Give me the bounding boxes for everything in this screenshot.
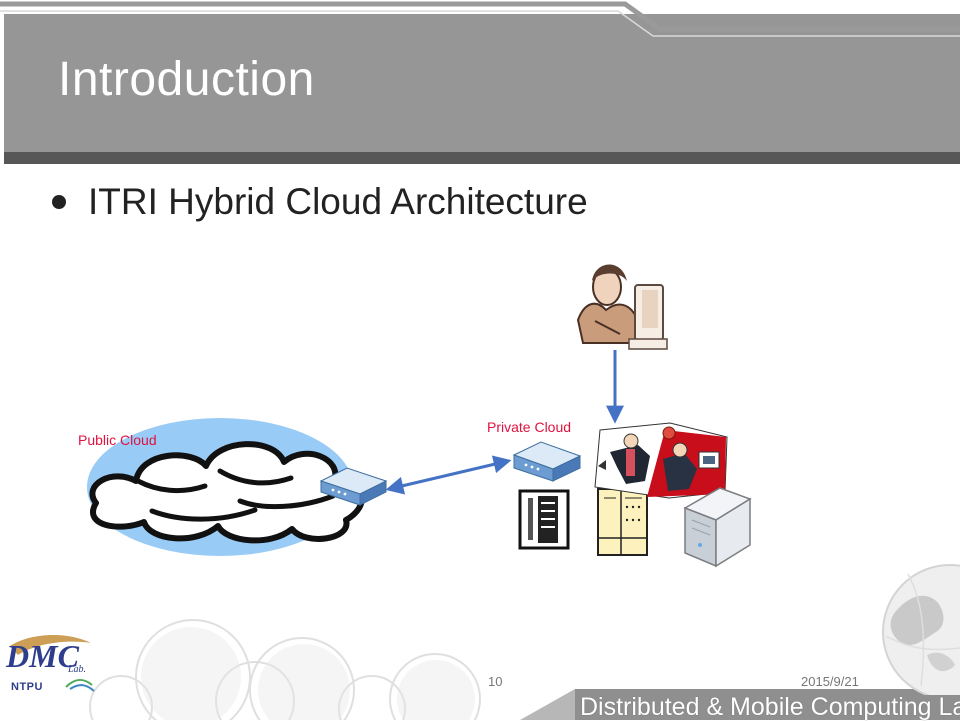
- ntpu-logo-text: NTPU: [11, 681, 43, 693]
- slide-date: 2015/9/21: [801, 674, 859, 689]
- dmc-logo-text: DMC: [6, 638, 79, 674]
- footer-background: [0, 590, 960, 720]
- server-rack-icon: [518, 489, 570, 550]
- lab-brand-text: Distributed & Mobile Computing Lab.: [580, 693, 960, 721]
- mainframe-cabinet-icon: [597, 488, 648, 556]
- people-collaboration-icon: [594, 422, 728, 499]
- slide-number: 10: [488, 674, 503, 689]
- bullet-dot: [52, 194, 66, 209]
- dmc-logo-lab-text: Lab.: [68, 664, 87, 675]
- globe-icon: [882, 564, 960, 695]
- bullet-item: ITRI Hybrid Cloud Architecture: [52, 183, 588, 220]
- hybrid-cloud-diagram: [87, 264, 752, 568]
- private-router-icon: [512, 441, 582, 482]
- bidirectional-arrow: [385, 455, 512, 495]
- bullet-text: ITRI Hybrid Cloud Architecture: [88, 181, 588, 222]
- private-cloud-label: Private Cloud: [487, 419, 572, 435]
- public-router-icon: [319, 467, 388, 506]
- slide-title: Introduction: [58, 53, 315, 106]
- office-worker-icon: [576, 264, 668, 350]
- title-bar: [0, 0, 960, 165]
- dmc-logo-mark: [10, 635, 95, 692]
- public-cloud-label: Public Cloud: [78, 432, 157, 448]
- tower-server-icon: [683, 487, 752, 568]
